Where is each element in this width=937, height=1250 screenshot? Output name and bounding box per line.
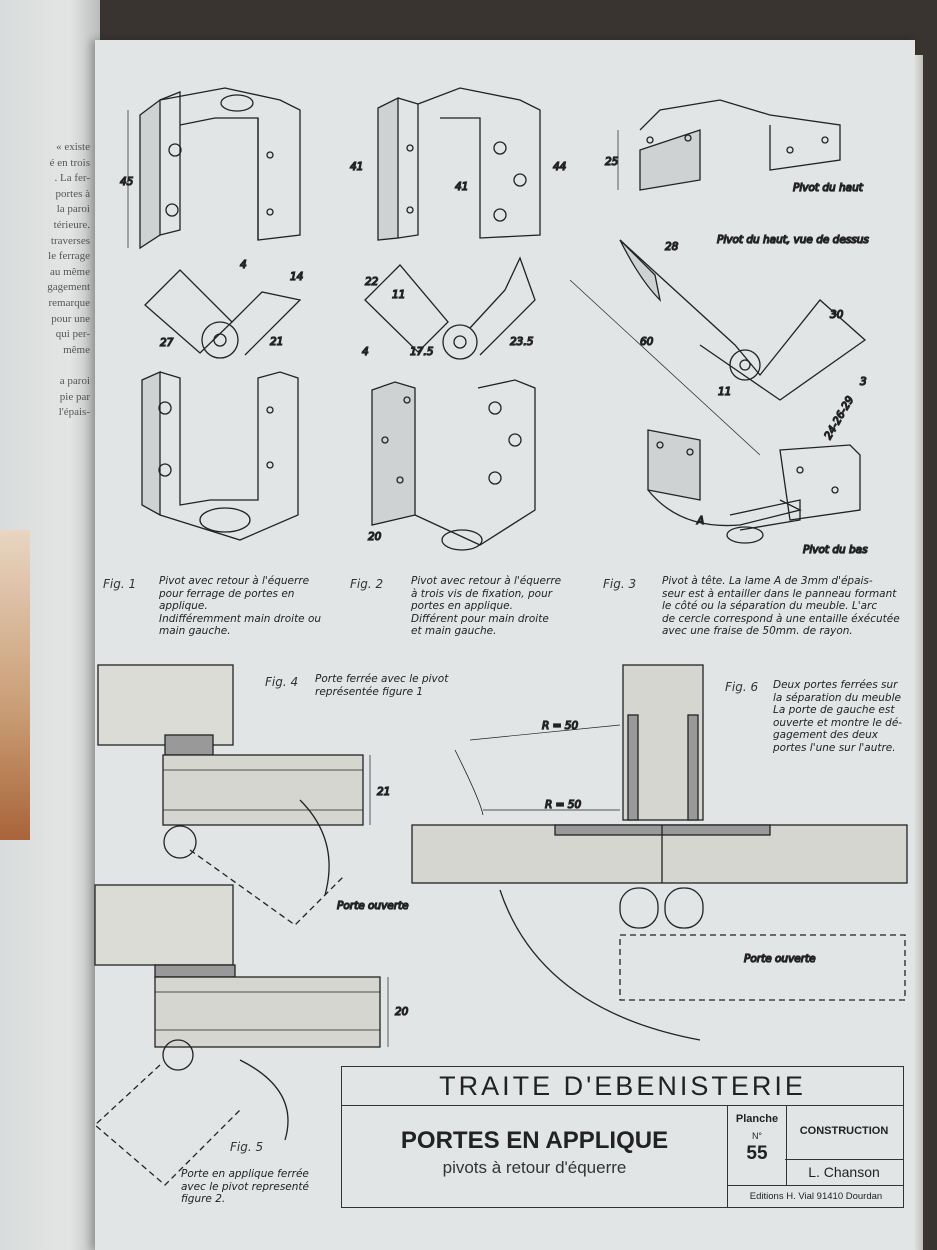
fig3-label-a: A xyxy=(696,515,704,527)
fig2-plan-view xyxy=(364,256,536,360)
number-label: N° xyxy=(751,1131,763,1141)
fig3-label-bottom: Pivot du bas xyxy=(803,544,868,556)
dim: 22 xyxy=(365,276,379,288)
dim: 30 xyxy=(830,309,844,321)
plate-subtitle: pivots à retour d'équerre xyxy=(442,1158,627,1177)
fig2-caption: Pivot avec retour à l'équerre à trois vi… xyxy=(411,575,562,637)
fig5-label: Fig. 5 xyxy=(230,1140,264,1154)
dim: 20 xyxy=(368,531,382,543)
fig1-plan-view xyxy=(144,269,302,359)
dim: 4 xyxy=(362,346,369,358)
fig4-label: Fig. 4 xyxy=(265,675,299,689)
dim: 28 xyxy=(665,241,679,253)
fig6-radius-1: R = 50 xyxy=(542,720,578,732)
dim: 4 xyxy=(240,259,247,271)
fig6-section xyxy=(411,664,908,1041)
dim: 17.5 xyxy=(410,346,434,358)
left-page-text: « existe é en trois . La fer- portes à l… xyxy=(47,141,90,419)
fig4-section xyxy=(97,664,371,926)
left-page: « existe é en trois . La fer- portes à l… xyxy=(0,0,100,1250)
fig3-label-top: Pivot du haut xyxy=(793,182,864,194)
plate-page xyxy=(95,40,915,1250)
dim: 44 xyxy=(553,161,566,173)
left-page-photo xyxy=(0,530,30,840)
title-block: TRAITE D'EBENISTERIE PORTES EN APPLIQUE … xyxy=(341,1066,904,1208)
fig6-open-label: Porte ouverte xyxy=(744,953,816,965)
fig3-pivot-bottom xyxy=(647,429,861,544)
dim: 11 xyxy=(718,386,731,398)
dim: 27 xyxy=(160,337,174,349)
publisher: Editions H. Vial 91410 Dourdan xyxy=(727,1185,904,1208)
dim: 21 xyxy=(270,336,283,348)
fig3-label: Fig. 3 xyxy=(603,577,637,591)
fig5-caption: Porte en applique ferrée avec le pivot r… xyxy=(181,1168,309,1205)
plate-title: PORTES EN APPLIQUE xyxy=(400,1127,669,1154)
fig1-hinge-bottom xyxy=(141,370,299,541)
fig2-hinge-top xyxy=(377,87,541,241)
fig3-caption: Pivot à tête. La lame A de 3mm d'épais- … xyxy=(662,575,900,637)
fig2-label: Fig. 2 xyxy=(350,577,384,591)
fig6-label: Fig. 6 xyxy=(725,680,759,694)
plate-number-box: Planche N° 55 xyxy=(727,1105,787,1185)
dim: 25 xyxy=(605,156,619,168)
fig1-label: Fig. 1 xyxy=(103,577,137,591)
fig5-section xyxy=(94,884,389,1186)
fig2-hinge-bottom xyxy=(371,379,536,551)
series-title: TRAITE D'EBENISTERIE xyxy=(342,1067,903,1106)
fig1-hinge-top xyxy=(127,87,301,250)
fig6-caption: Deux portes ferrées sur la séparation du… xyxy=(773,679,903,754)
dim: 24-26-29 xyxy=(822,394,856,442)
planche-label: Planche xyxy=(735,1113,779,1125)
dim: 41 xyxy=(455,181,468,193)
author: L. Chanson xyxy=(808,1164,880,1180)
fig3-pivot-top xyxy=(617,99,841,191)
dim: 11 xyxy=(392,289,405,301)
fig4-caption: Porte ferrée avec le pivot représentée f… xyxy=(315,673,449,698)
dim: 60 xyxy=(640,336,654,348)
dim: 41 xyxy=(350,161,363,173)
dim: 14 xyxy=(290,271,303,283)
plate-number: 55 xyxy=(746,1143,768,1164)
dim: 23.5 xyxy=(510,336,534,348)
fig6-radius-2: R = 50 xyxy=(545,799,581,811)
fig4-open-label: Porte ouverte xyxy=(337,900,409,912)
fig5-dim: 20 xyxy=(395,1006,409,1018)
fig4-dim: 21 xyxy=(377,786,390,798)
dim: 3 xyxy=(860,376,867,388)
fig1-caption: Pivot avec retour à l'équerre pour ferra… xyxy=(159,575,322,637)
fig3-label-top-view: Pivot du haut, vue de dessus xyxy=(717,234,869,246)
fig3-plan-view xyxy=(569,239,867,456)
category: CONSTRUCTION xyxy=(785,1105,903,1160)
dim: 45 xyxy=(120,176,134,188)
